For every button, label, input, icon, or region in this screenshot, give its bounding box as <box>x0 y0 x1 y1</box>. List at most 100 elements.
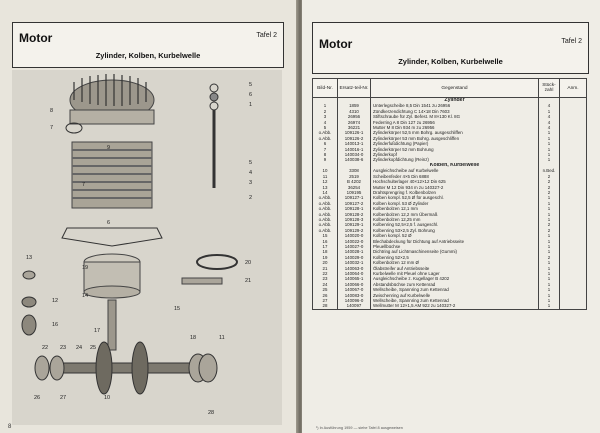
callout-number: 4 <box>249 170 253 176</box>
callout-number: 13 <box>26 255 33 261</box>
table-cell <box>559 243 587 250</box>
table-cell <box>559 222 587 228</box>
callout-number: 5 <box>249 160 253 166</box>
book-spine <box>296 0 304 433</box>
right-page: Motor Tafel 2 Zylinder, Kolben, Kurbelwe… <box>302 0 600 433</box>
table-cell <box>559 189 587 196</box>
table-cell <box>559 119 587 126</box>
crankshaft-icon <box>34 341 218 395</box>
callout-number: 14 <box>82 293 89 299</box>
table-cell <box>559 146 587 153</box>
section-heading-row: Zylinder <box>312 97 587 104</box>
callout-number: 25 <box>90 345 97 351</box>
table-cell <box>559 254 587 261</box>
exploded-parts-illustration: 5 6 1 8 7 9 5 4 3 7 6 2 13 20 12 21 19 1… <box>12 70 282 425</box>
callout-number: 5 <box>249 82 253 88</box>
callout-number: 23 <box>60 345 67 351</box>
callout-number: 15 <box>174 306 181 312</box>
table-cell <box>559 179 587 185</box>
cylinder-head-icon <box>69 74 155 125</box>
table-cell <box>559 265 587 271</box>
table-cell <box>559 216 587 223</box>
left-tafel: Tafel 2 <box>256 32 277 39</box>
callout-number: 27 <box>60 395 67 401</box>
callout-number: 12 <box>52 298 59 304</box>
right-title: Motor <box>319 37 353 51</box>
parts-table: Bild-Nr. Ersatz-teil-Nr. Gegenstand Stüc… <box>312 78 587 310</box>
column-header: Ersatz-teil-Nr. <box>337 78 371 98</box>
table-cell <box>559 152 587 158</box>
table-cell <box>559 125 587 131</box>
callout-number: 2 <box>249 195 253 201</box>
table-cell <box>559 281 587 288</box>
table-cell <box>559 173 587 180</box>
table-cell <box>559 287 587 293</box>
connecting-rod-icon <box>107 299 117 351</box>
callout-number: 26 <box>34 395 41 401</box>
column-header: Bild-Nr. <box>312 78 338 98</box>
table-header-row: Bild-Nr. Ersatz-teil-Nr. Gegenstand Stüc… <box>312 78 587 98</box>
left-page: Motor Tafel 2 Zylinder, Kolben, Kurbelwe… <box>0 0 298 433</box>
engine-parts-drawing <box>21 74 238 395</box>
callout-number: 28 <box>208 410 215 416</box>
table-cell <box>559 211 587 217</box>
callout-number: 3 <box>249 180 253 186</box>
callout-number: 20 <box>245 260 252 266</box>
callout-number: 6 <box>249 92 253 98</box>
table-cell <box>559 195 587 201</box>
table-cell <box>559 292 587 299</box>
section-heading-row: Kolben, Kurbelwelle <box>312 162 587 169</box>
footnote: ¹) In Ausführung 1959 — siehe Tafel 8 au… <box>316 426 403 430</box>
callout-number: 17 <box>94 328 101 334</box>
callout-number: 9 <box>107 145 111 151</box>
table-cell <box>559 135 587 142</box>
table-cell <box>559 141 587 147</box>
callout-number: 10 <box>104 395 111 401</box>
nut-small-icon <box>209 83 219 93</box>
table-cell <box>559 157 587 163</box>
piston-ring-icon <box>196 254 238 270</box>
table-cell <box>559 238 587 244</box>
callout-number: 16 <box>52 322 59 328</box>
table-cell <box>559 184 587 190</box>
table-cell <box>559 303 587 310</box>
callout-number: 7 <box>82 182 86 188</box>
spring-washer-icon <box>209 92 219 102</box>
callout-number: 21 <box>245 278 252 284</box>
table-cell <box>559 271 587 277</box>
callout-number: 11 <box>219 335 225 341</box>
table-cell: 1 <box>538 303 560 310</box>
right-header-box: Motor Tafel 2 Zylinder, Kolben, Kurbelwe… <box>312 22 589 74</box>
table-cell: 140097 <box>337 303 371 310</box>
sprocket-icon <box>21 314 37 336</box>
table-cell <box>559 260 587 266</box>
table-cell: Wellmutter M 12×1,5 AM 922 zu 140327-2 <box>370 303 539 310</box>
table-cell <box>559 130 587 136</box>
column-header: Gegenstand <box>370 78 539 98</box>
callout-number: 8 <box>50 108 54 114</box>
